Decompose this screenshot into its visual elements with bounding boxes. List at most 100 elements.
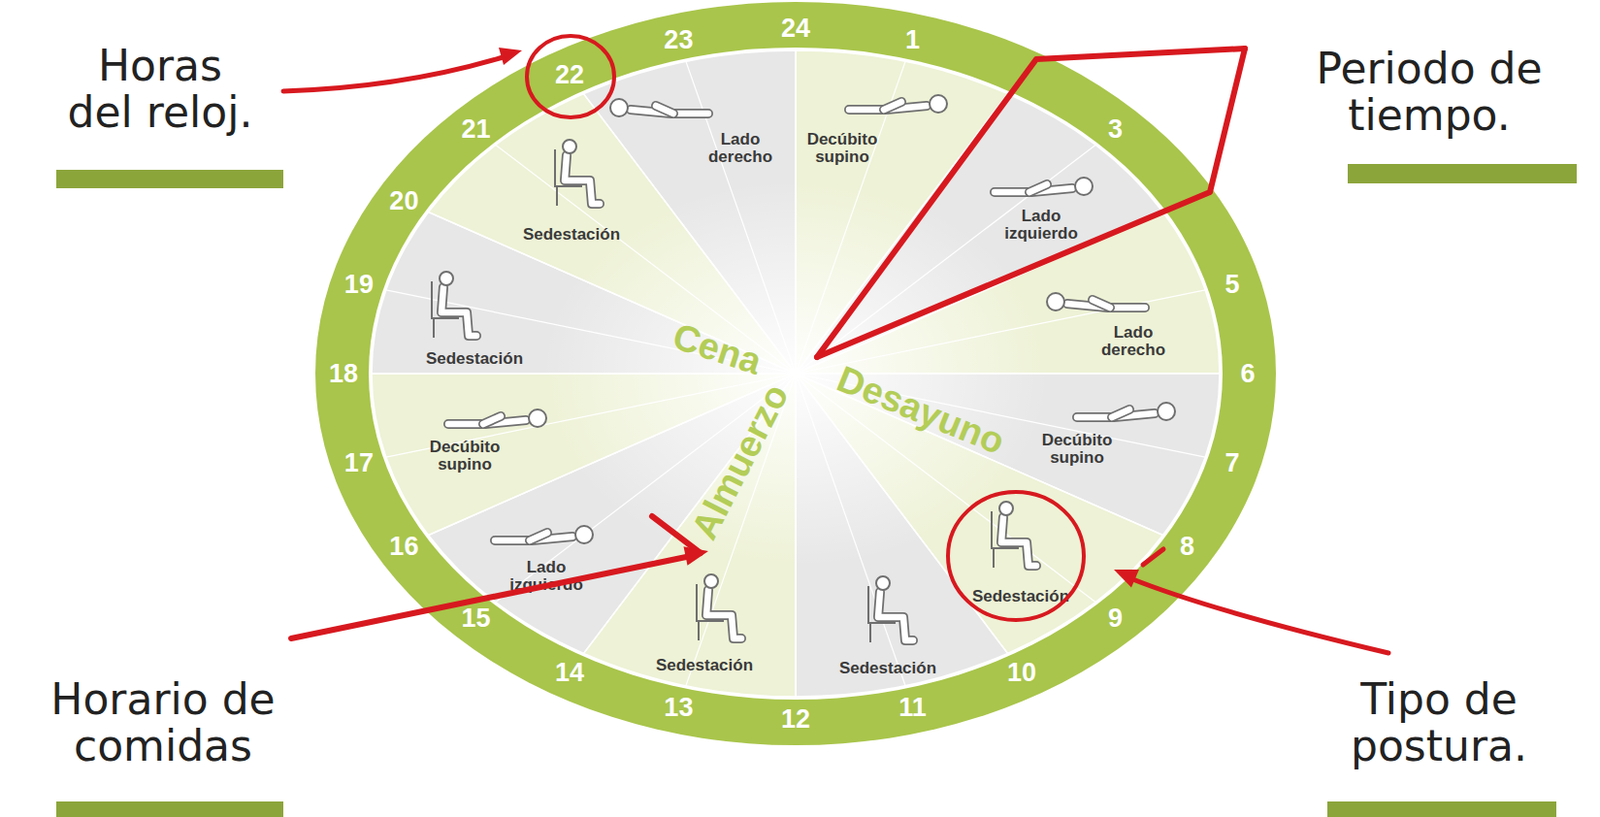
leader-mark [652, 516, 701, 554]
hour-number: 3 [1108, 114, 1123, 145]
hour-number: 22 [555, 59, 585, 90]
figure-outline [1111, 409, 1130, 418]
hour-number: 11 [898, 691, 927, 722]
figure-body [878, 591, 914, 641]
highlight-circle [526, 35, 615, 118]
posture-label: Sedestación [508, 226, 635, 244]
figure-outline [883, 101, 902, 110]
underline-bar [1327, 801, 1557, 817]
hour-number: 15 [460, 602, 490, 633]
figure-head [704, 574, 719, 588]
figure-body [483, 416, 501, 425]
leader-line [816, 48, 1245, 358]
hour-number: 10 [1007, 657, 1037, 688]
posture-figure [431, 271, 477, 338]
posture-label: Decúbito supino [793, 130, 891, 166]
meal-label: Desayuno [831, 358, 1012, 463]
figure-head [562, 139, 577, 154]
callout-label: Horario de comidas [17, 676, 309, 771]
callout-label: Horas del reloj. [63, 42, 258, 137]
posture-figure [868, 576, 914, 643]
figure-outline [1001, 517, 1037, 566]
hour-number: 14 [555, 657, 585, 688]
figure-head [575, 525, 593, 544]
hour-number: 9 [1108, 602, 1123, 633]
leader-line [816, 48, 1245, 358]
figure-head [528, 409, 547, 427]
figure-head [929, 95, 947, 113]
posture-figure [448, 409, 547, 427]
hour-number: 5 [1225, 268, 1241, 299]
arrow-head [1113, 569, 1140, 588]
hour-number: 13 [663, 691, 693, 722]
hour-number: 6 [1240, 359, 1255, 390]
hour-number: 21 [460, 114, 490, 145]
figure-outline [655, 105, 674, 114]
leader-arrow [283, 54, 513, 92]
hour-number: 1 [905, 25, 920, 56]
figure-head [1046, 293, 1065, 311]
hour-number: 7 [1225, 448, 1241, 479]
posture-figure [696, 574, 742, 641]
figure-outline [878, 591, 914, 641]
hour-number: 20 [389, 186, 419, 217]
posture-figure [610, 98, 709, 117]
posture-label: Sedestación [641, 656, 768, 675]
posture-figure [494, 525, 593, 544]
hour-number: 19 [344, 268, 374, 299]
posture-figure [991, 501, 1037, 568]
highlight-circle [947, 491, 1084, 621]
figure-body [883, 101, 902, 110]
figure-head [1157, 402, 1176, 421]
hour-number: 12 [781, 704, 811, 735]
figure-body [1092, 299, 1111, 308]
figure-body [564, 155, 600, 204]
posture-label: Decúbito supino [416, 438, 514, 474]
figure-outline [706, 589, 742, 639]
posture-label: Sedestación [824, 659, 951, 678]
figure-body [441, 287, 477, 336]
ring-edge [368, 47, 1223, 700]
figure-body [706, 589, 742, 639]
figure-head [439, 271, 454, 286]
hour-number: 8 [1179, 531, 1195, 562]
figure-outline [441, 287, 477, 336]
hour-number: 24 [781, 13, 811, 44]
arrow-head [498, 47, 523, 66]
hour-number: 18 [328, 359, 359, 390]
posture-label: Lado izquierdo [497, 558, 595, 594]
hour-number: 17 [344, 448, 374, 479]
posture-label: Sedestación [411, 350, 538, 368]
underline-bar [56, 801, 284, 817]
figure-body [529, 532, 548, 541]
posture-label: Decúbito supino [1028, 431, 1126, 467]
figure-head [999, 501, 1013, 516]
posture-figure [1046, 293, 1145, 311]
posture-label: Lado derecho [1089, 324, 1177, 360]
underline-bar [56, 169, 284, 189]
hour-number: 16 [389, 531, 419, 562]
posture-figure [1077, 402, 1176, 421]
figure-head [876, 576, 890, 590]
posture-label: Lado izquierdo [992, 207, 1090, 243]
leader-arrow [1130, 578, 1389, 654]
figure-head [610, 98, 628, 117]
posture-label: Sedestación [957, 587, 1084, 606]
figure-body [1029, 184, 1047, 193]
figure-body [655, 105, 674, 114]
underline-bar [1347, 163, 1577, 184]
posture-figure [848, 95, 947, 113]
posture-figure [555, 139, 600, 206]
callout-label: Tipo de postura. [1312, 676, 1566, 771]
figure-outline [564, 155, 600, 204]
clock-ring [315, 1, 1276, 746]
posture-label: Lado derecho [696, 130, 784, 166]
figure-outline [529, 532, 548, 541]
meal-label: Cena [667, 315, 767, 384]
posture-figure [994, 177, 1093, 196]
meal-label: Almuerzo [684, 377, 798, 547]
arrow-head [684, 546, 710, 566]
figure-outline [1029, 184, 1047, 193]
